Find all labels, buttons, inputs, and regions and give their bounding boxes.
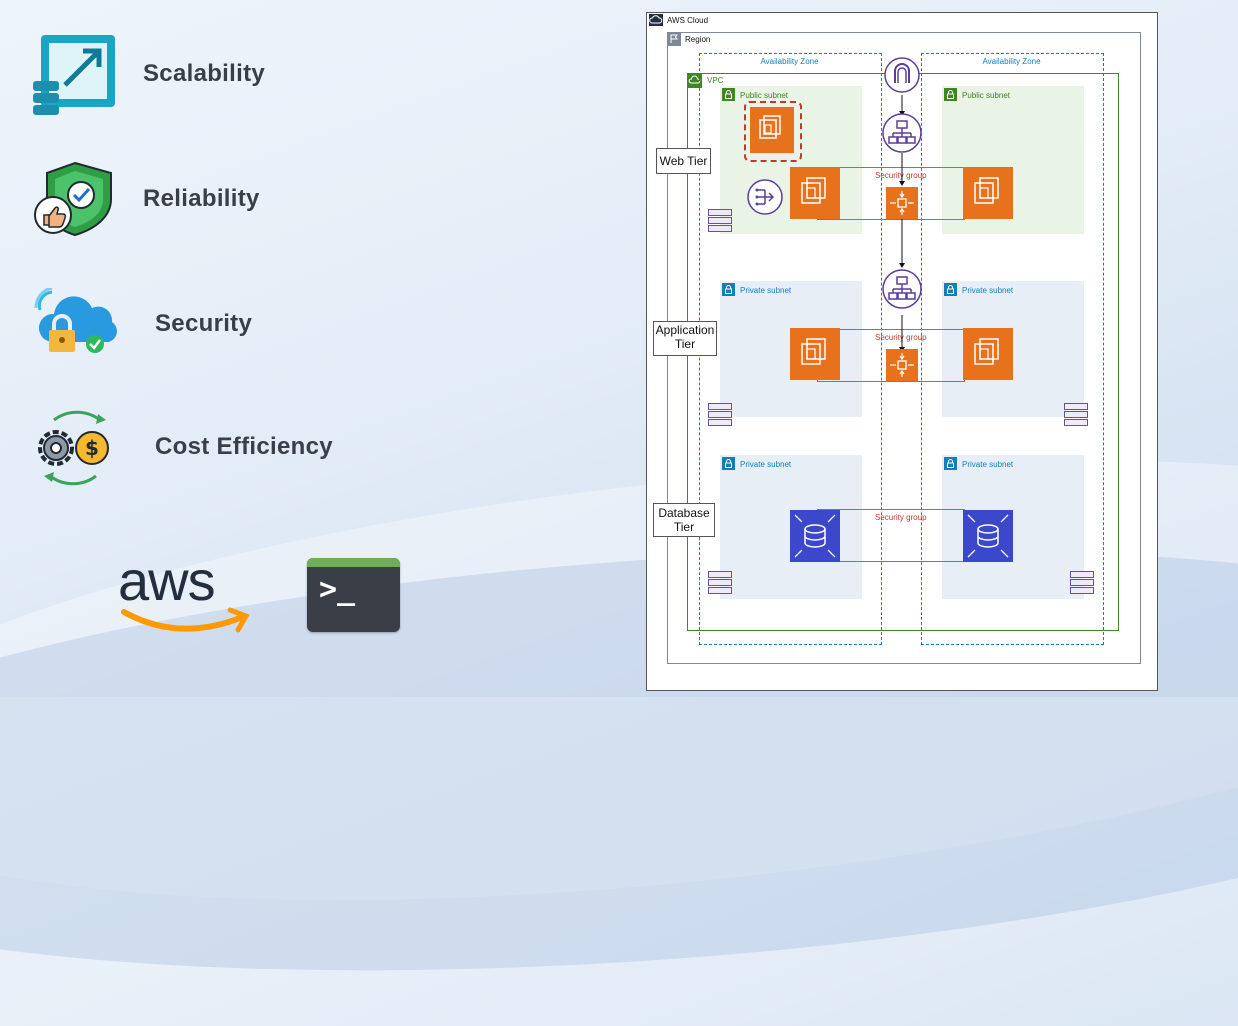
aws-cloud-icon [649,14,663,26]
ec2-bastion-icon [750,107,794,153]
route-table-app-right [1064,403,1088,427]
route-table-web-left [708,209,732,233]
region-label: Region [685,35,711,44]
feature-label-cost-efficiency: Cost Efficiency [155,433,333,460]
private-subnet-app-right-lock-icon [944,283,957,296]
security-group-app-label: Security group [875,333,927,342]
public-subnet-right-lock-icon [944,88,957,101]
aws-smile-icon [121,607,250,633]
architecture-diagram: AWS Cloud Region VPC Availability Zone A… [646,12,1158,691]
private-subnet-db-right-label: Private subnet [962,460,1014,469]
bastion-host-highlight [744,101,802,162]
security-group-db-label: Security group [875,513,927,522]
ec2-app-right-icon [963,328,1013,380]
auto-scaling-web-icon [886,187,918,219]
tier-label-app: Application Tier [653,321,717,356]
svg-text:$: $ [85,436,99,460]
load-balancer-app-icon [882,269,922,309]
ec2-web-left-icon [790,167,840,219]
private-subnet-app-left-label: Private subnet [740,286,792,295]
feature-label-security: Security [155,310,253,337]
nat-gateway-icon [747,179,783,215]
private-subnet-app-left-lock-icon [722,283,735,296]
terminal-icon: >_ [307,558,400,632]
availability-zone-left-label: Availability Zone [760,57,819,66]
ec2-app-left-icon [790,328,840,380]
route-table-app-left [708,403,732,427]
auto-scaling-app-icon [886,349,918,381]
feature-label-scalability: Scalability [143,60,266,87]
public-subnet-left-lock-icon [722,88,735,101]
public-subnet-right-label: Public subnet [962,91,1011,100]
private-subnet-app-right-label: Private subnet [962,286,1014,295]
aws-cloud-label: AWS Cloud [667,16,709,25]
private-subnet-db-left-label: Private subnet [740,460,792,469]
ec2-web-right-icon [963,167,1013,219]
region-flag-icon [667,32,681,46]
rds-left-icon [790,510,840,562]
internet-gateway-icon [884,57,920,93]
terminal-prompt: >_ [319,572,356,607]
gear-dollar-icon: $ [38,410,109,486]
private-subnet-db-left-lock-icon [722,457,735,470]
availability-zone-right [921,53,1104,645]
route-table-db-left [708,571,732,595]
load-balancer-web-icon [882,113,922,153]
scalability-icon [33,35,115,115]
tier-label-db: Database Tier [653,503,715,537]
cloud-lock-icon [34,288,117,353]
public-subnet-left-label: Public subnet [740,91,789,100]
reliability-shield-icon [34,161,112,237]
availability-zone-right-label: Availability Zone [982,57,1041,66]
private-subnet-db-right-lock-icon [944,457,957,470]
vpc-label: VPC [707,76,724,85]
rds-right-icon [963,510,1013,562]
tier-label-web: Web Tier [656,148,711,174]
aws-logo-text: aws [118,549,216,612]
route-table-db-right [1070,571,1094,595]
feature-label-reliability: Reliability [143,185,260,212]
security-group-web-label: Security group [875,171,927,180]
